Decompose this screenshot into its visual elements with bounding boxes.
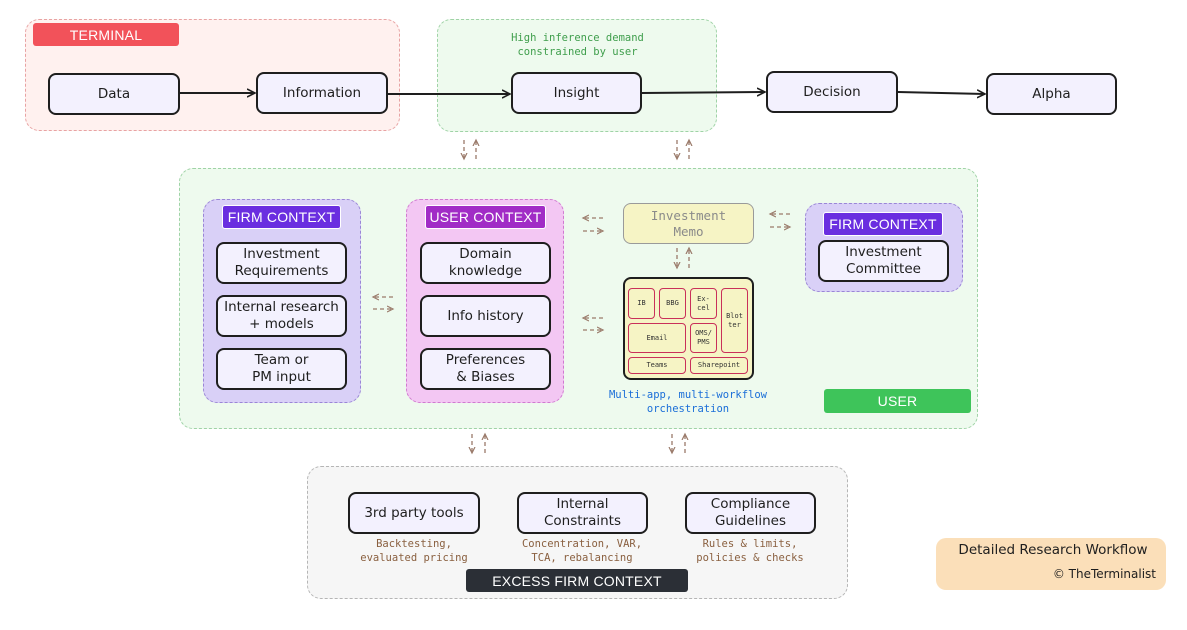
team-pm-input-node: Team or PM input	[216, 348, 347, 390]
investment-memo-node: Investment Memo	[623, 203, 754, 244]
investment-requirements-node: Investment Requirements	[216, 242, 347, 284]
domain-knowledge-node: Domain knowledge	[420, 242, 551, 284]
node-insight: Insight	[511, 72, 642, 114]
app-ib: IB	[628, 288, 655, 319]
firm-context-left-tag: FIRM CONTEXT	[222, 205, 341, 229]
third-party-tools-node: 3rd party tools	[348, 492, 480, 534]
node-data: Data	[48, 73, 180, 115]
app-blotter: Blot ter	[721, 288, 748, 353]
app-sharepoint: Sharepoint	[690, 357, 748, 374]
app-oms-pms: OMS/ PMS	[690, 323, 717, 353]
user-context-tag: USER CONTEXT	[425, 205, 546, 229]
info-history-node: Info history	[420, 295, 551, 337]
credit-box	[936, 538, 1166, 590]
excess-firm-context-tag: EXCESS FIRM CONTEXT	[466, 569, 688, 592]
app-bbg: BBG	[659, 288, 686, 319]
credit-title: Detailed Research Workflow	[958, 542, 1148, 558]
investment-committee-node: Investment Committee	[818, 240, 949, 282]
internal-research-node: Internal research + models	[216, 295, 347, 337]
node-alpha: Alpha	[986, 73, 1117, 115]
orchestration-note: Multi-app, multi-workflow orchestration	[608, 389, 768, 415]
compliance-guidelines-note: Rules & limits, policies & checks	[696, 538, 804, 564]
app-excel: Ex- cel	[690, 288, 717, 319]
internal-constraints-node: Internal Constraints	[517, 492, 648, 534]
arrow-decision-alpha	[897, 92, 985, 94]
node-decision: Decision	[766, 71, 898, 113]
terminal-tag: TERMINAL	[33, 23, 179, 46]
user-tag: USER	[824, 389, 971, 413]
third-party-tools-note: Backtesting, evaluated pricing	[360, 538, 468, 564]
app-email: Email	[628, 323, 686, 353]
inference-demand-note: High inference demand constrained by use…	[511, 32, 644, 58]
credit-author: © TheTerminalist	[1052, 567, 1156, 581]
arrow-insight-decision	[641, 92, 765, 93]
preferences-biases-node: Preferences & Biases	[420, 348, 551, 390]
node-information: Information	[256, 72, 388, 114]
app-teams: Teams	[628, 357, 686, 374]
internal-constraints-note: Concentration, VAR, TCA, rebalancing	[521, 538, 643, 564]
firm-context-right-tag: FIRM CONTEXT	[823, 212, 943, 236]
compliance-guidelines-node: Compliance Guidelines	[685, 492, 816, 534]
